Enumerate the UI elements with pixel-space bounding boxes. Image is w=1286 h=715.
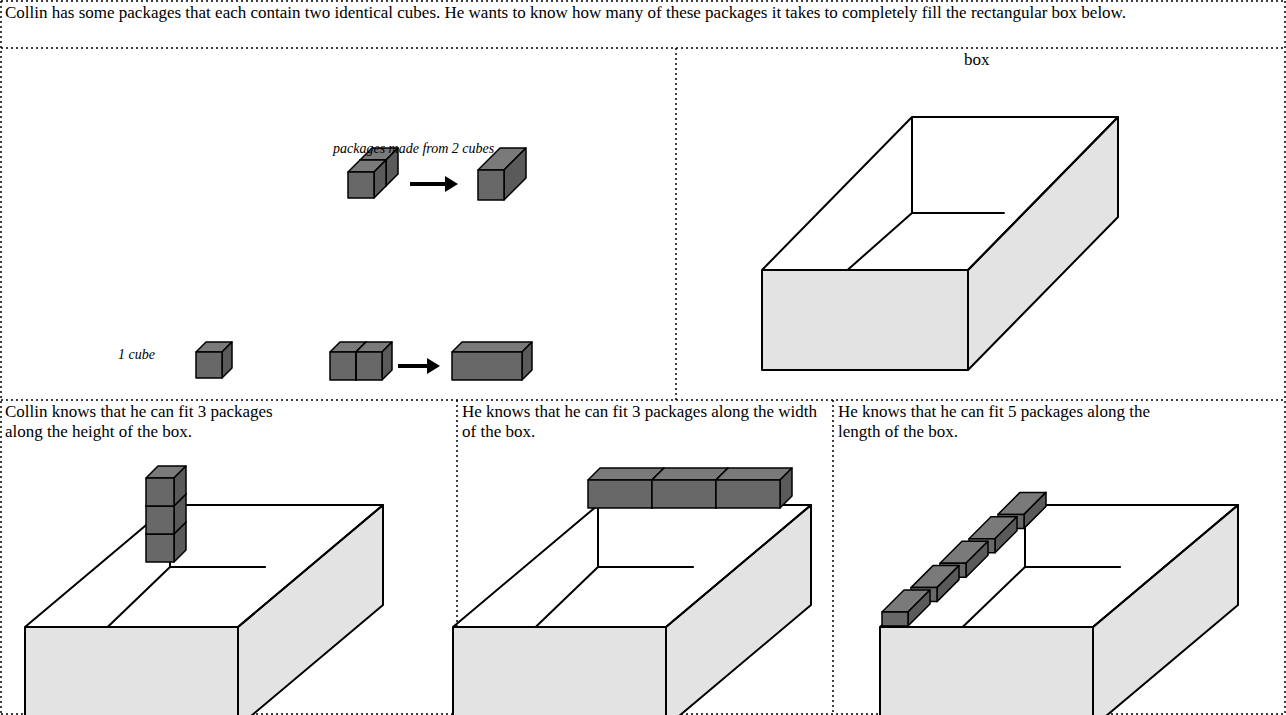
dotted-border [1, 0, 1285, 2]
panel-text: He knows that he can fit 3 packages alon… [462, 402, 822, 441]
open-box [762, 117, 1118, 370]
package-prism [452, 342, 532, 380]
problem-statement: Collin has some packages that each conta… [5, 3, 1277, 23]
arrows [398, 176, 458, 374]
package-prism [348, 160, 386, 198]
packages [146, 148, 1046, 626]
panel-text: 1 cube [118, 347, 198, 363]
arrow-head [445, 176, 458, 192]
dotted-border [1284, 1, 1286, 714]
width-panel: He knows that he can fit 3 packages alon… [457, 400, 833, 715]
dotted-border [0, 1, 2, 714]
dotted-border [832, 400, 834, 714]
length-panel: He knows that he can fit 5 packages alon… [833, 400, 1286, 715]
open-box [25, 505, 383, 715]
dotted-border [675, 48, 677, 400]
illustration-panel: packages made from 2 cubes 1 cube [0, 48, 676, 400]
dotted-border [1, 399, 1285, 401]
arrow-shaft [398, 364, 430, 368]
package-prism [716, 468, 792, 508]
open-box [453, 505, 811, 715]
panel-text: He knows that he can fit 5 packages alon… [838, 402, 1188, 441]
package-prism [882, 590, 930, 626]
package-prism [356, 342, 392, 380]
dotted-border [1, 47, 1285, 49]
height-panel: Collin knows that he can fit 3 packages … [0, 400, 457, 715]
package-prism [146, 466, 186, 506]
panel-text: packages made from 2 cubes [333, 141, 653, 157]
box-panel: box [676, 48, 1286, 400]
panel-text: Collin knows that he can fit 3 packages … [5, 402, 305, 441]
arrow-head [427, 358, 440, 374]
cube-divider [355, 352, 357, 380]
panel-text: box [964, 50, 1024, 70]
package-prism [196, 342, 232, 378]
open-box [880, 505, 1238, 715]
arrow-shaft [410, 182, 448, 186]
